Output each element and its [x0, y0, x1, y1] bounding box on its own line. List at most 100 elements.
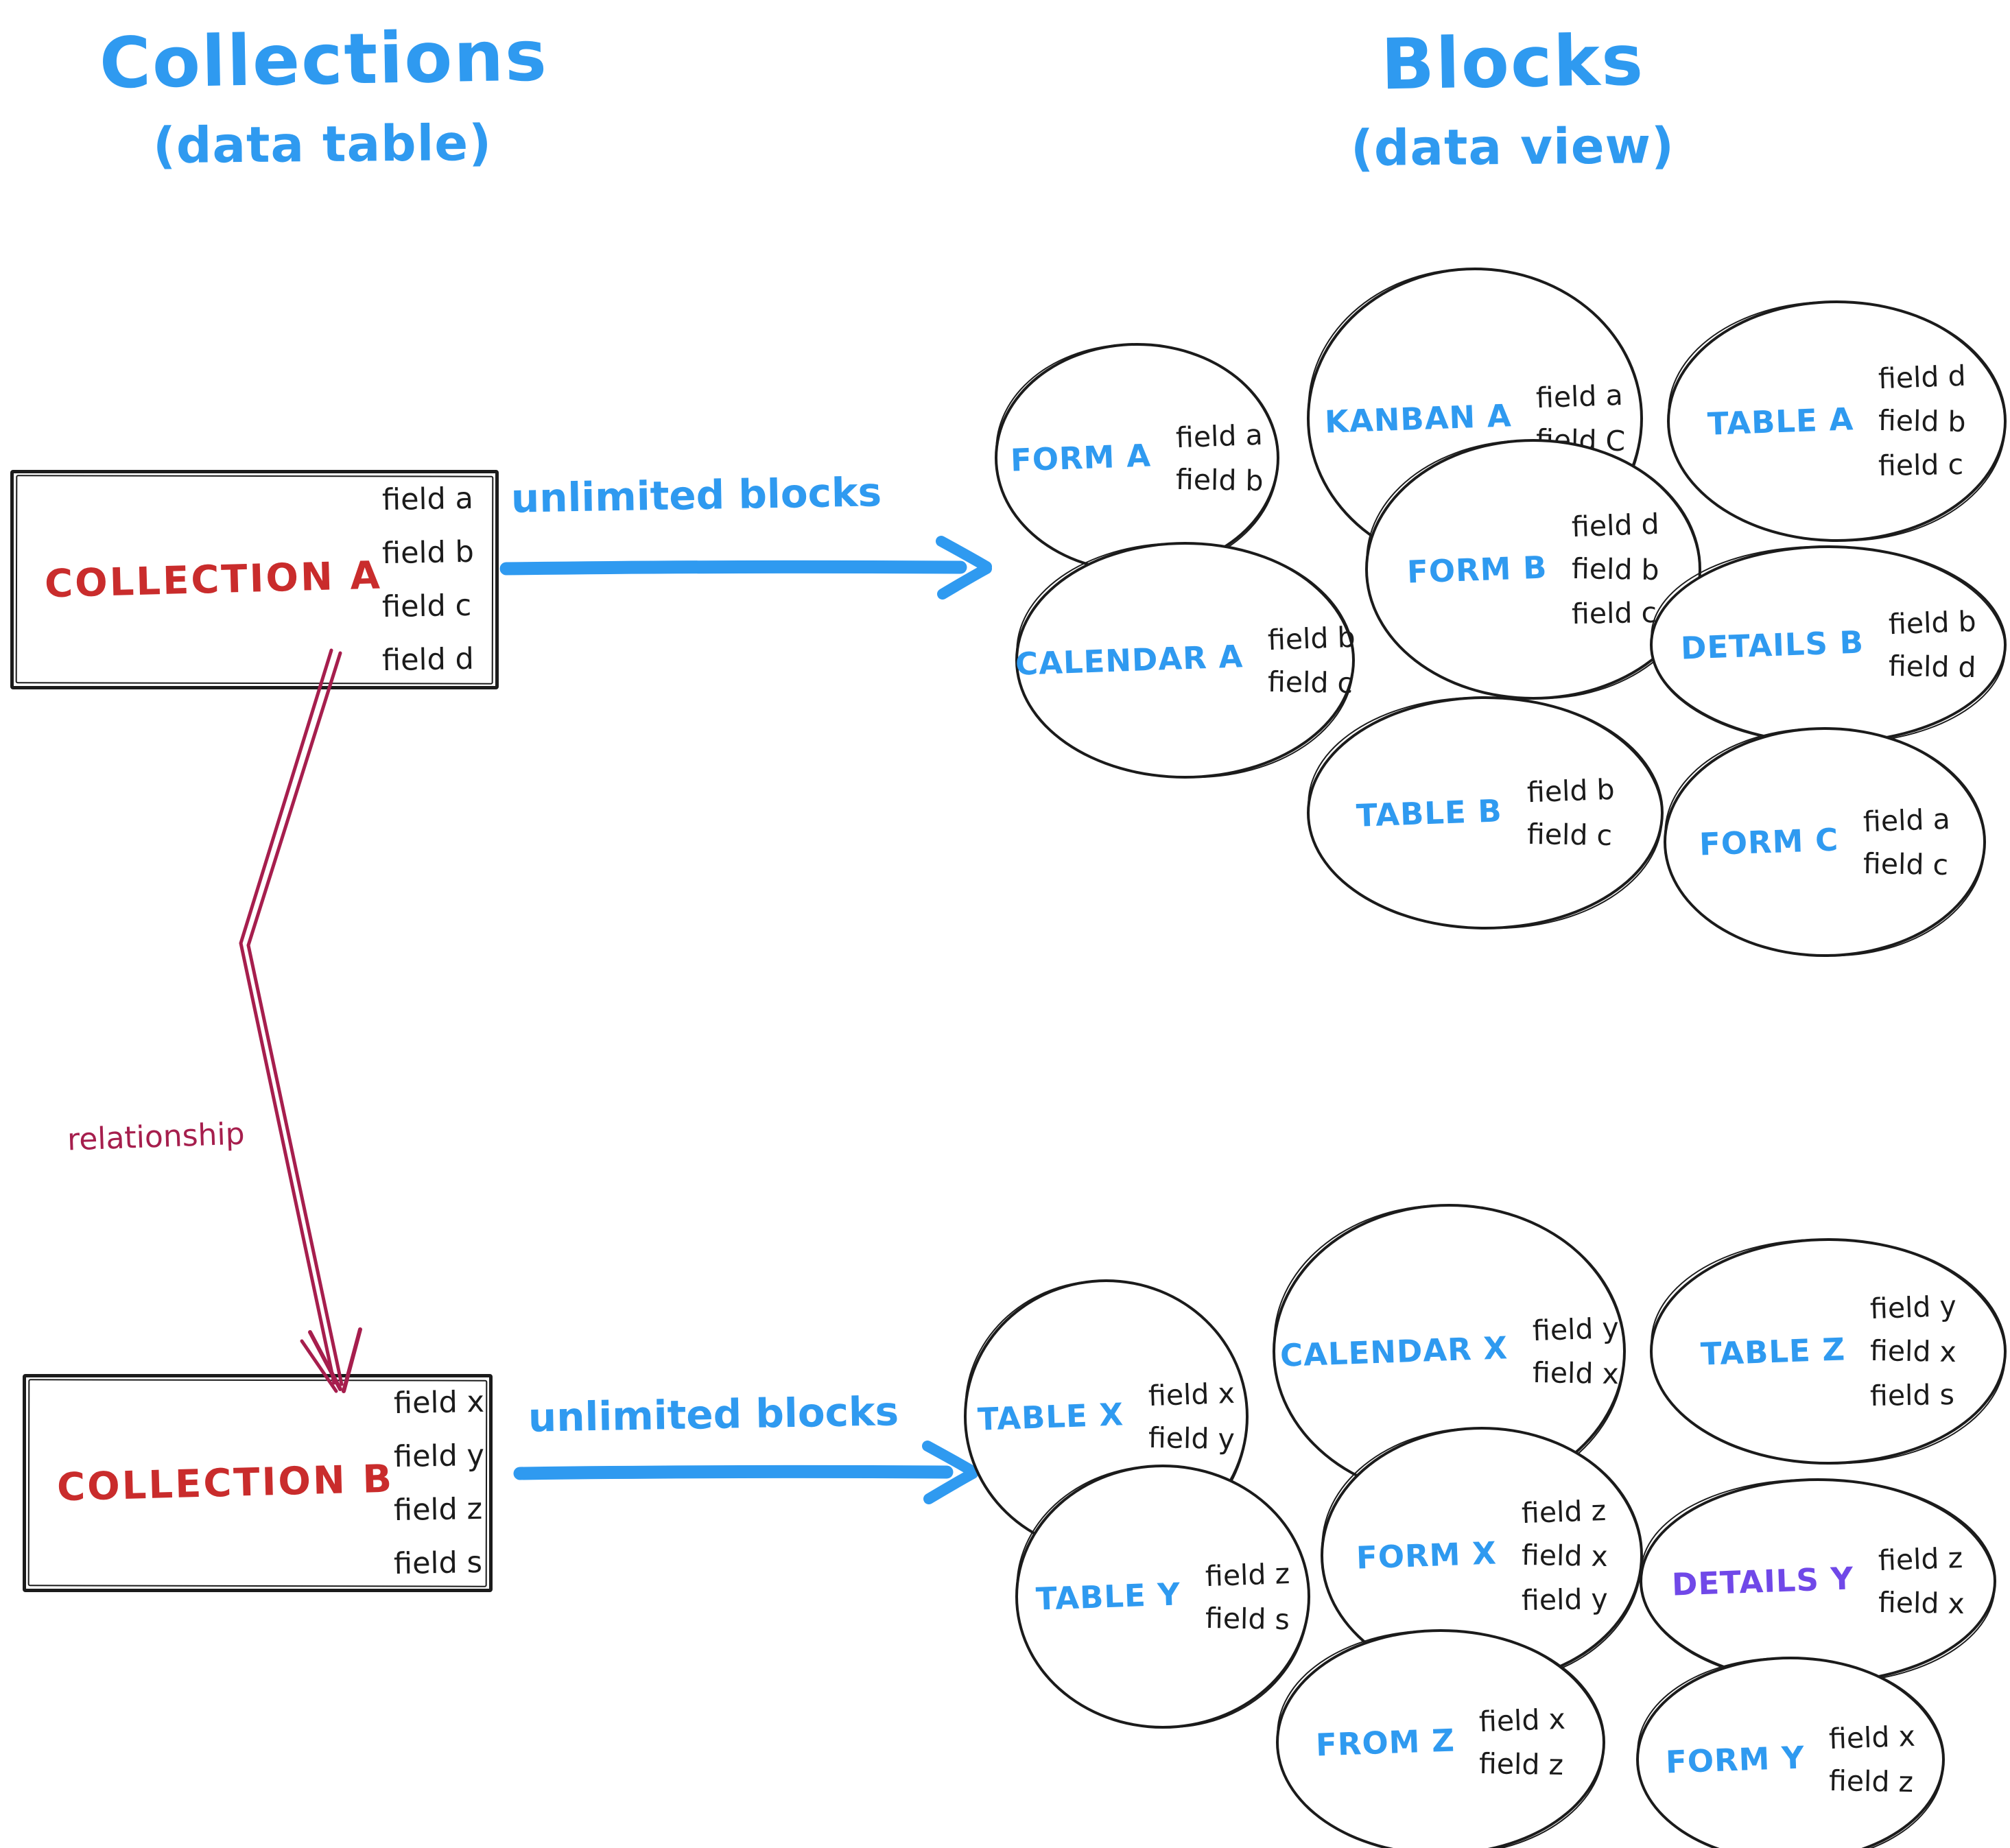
block-field: field a — [1863, 802, 1951, 838]
collection-a-field: field c — [381, 588, 472, 625]
relationship-arrow — [239, 648, 362, 1393]
block-label: TABLE Y — [1035, 1576, 1181, 1618]
unlimited-blocks-arrow-bottom — [513, 1441, 978, 1504]
block-label: TABLE Z — [1699, 1330, 1846, 1373]
block-label: TABLE B — [1356, 792, 1503, 834]
block-field: field x — [1878, 1585, 1965, 1621]
blocks-subtitle: (data view) — [1350, 116, 1675, 178]
block-fields: field x field y — [1148, 1376, 1235, 1456]
block-field: field x — [1532, 1355, 1619, 1391]
block-calendar-a: CALENDAR A field b field c — [1014, 542, 1356, 779]
unlimited-blocks-arrow-top — [499, 536, 992, 600]
block-fields: field z field x — [1877, 1541, 1965, 1621]
block-field: field y — [1869, 1289, 1957, 1326]
block-field: field x — [1521, 1538, 1608, 1573]
collection-b-box: COLLECTION B field x field y field z fie… — [23, 1374, 493, 1592]
block-table-y: TABLE Y field z field s — [1015, 1465, 1310, 1729]
block-label: KANBAN A — [1323, 396, 1513, 440]
block-table-z: TABLE Z field y field x field s — [1650, 1238, 2007, 1465]
block-fields: field z field x field y — [1520, 1493, 1608, 1617]
block-form-b: FORM B field d field b field c — [1365, 439, 1701, 700]
block-field: field d — [1878, 359, 1967, 396]
block-fields: field d field b field c — [1571, 507, 1660, 631]
block-field: field b — [1878, 403, 1967, 439]
block-label: FROM Z — [1314, 1721, 1456, 1764]
block-field: field c — [1863, 846, 1949, 881]
block-field: field z — [1520, 1493, 1607, 1530]
collections-title: Collections — [99, 15, 549, 105]
collection-b-field: field x — [393, 1384, 485, 1421]
block-field: field c — [1572, 595, 1657, 631]
block-fields: field z field s — [1205, 1556, 1290, 1636]
block-field: field y — [1521, 1582, 1608, 1617]
block-fields: field d field b field c — [1878, 359, 1967, 483]
block-field: field y — [1148, 1421, 1235, 1456]
block-field: field b — [1267, 620, 1356, 656]
block-label: FORM B — [1406, 548, 1548, 591]
block-fields: field y field x — [1531, 1311, 1620, 1391]
block-field: field b — [1572, 552, 1660, 587]
block-fields: field a field b — [1175, 418, 1264, 497]
block-field: field z — [1829, 1764, 1914, 1799]
block-label: TABLE A — [1707, 400, 1855, 442]
block-fields: field x field z — [1828, 1719, 1917, 1799]
block-label: FORM X — [1355, 1535, 1498, 1576]
block-field: field b — [1887, 604, 1977, 641]
block-field: field b — [1175, 462, 1264, 497]
block-label: CALENDAR X — [1279, 1329, 1509, 1374]
unlimited-blocks-label-top: unlimited blocks — [510, 469, 882, 522]
block-table-a: TABLE A field d field b field c — [1667, 300, 2007, 542]
block-field: field c — [1526, 817, 1613, 853]
block-field: field b — [1526, 772, 1615, 809]
block-field: field d — [1888, 649, 1976, 685]
block-label: CALENDAR A — [1014, 638, 1244, 683]
block-label: DETAILS Y — [1670, 1559, 1854, 1603]
block-field: field z — [1479, 1746, 1564, 1782]
block-fields: field a field c — [1863, 802, 1951, 881]
block-fields: field b field c — [1526, 772, 1615, 853]
block-fields: field b field d — [1887, 604, 1977, 685]
collection-a-box: COLLECTION A field a field b field c fie… — [10, 470, 499, 689]
collection-a-field: field a — [381, 481, 474, 518]
block-field: field x — [1869, 1334, 1956, 1369]
block-field: field x — [1478, 1702, 1567, 1739]
block-form-y: FORM Y field x field z — [1636, 1657, 1945, 1848]
block-field: field c — [1878, 447, 1964, 483]
block-field: field a — [1535, 378, 1624, 415]
block-label: FORM Y — [1664, 1738, 1806, 1781]
block-label: FORM C — [1699, 821, 1840, 863]
blocks-title: Blocks — [1380, 19, 1645, 106]
block-field: field x — [1828, 1719, 1917, 1756]
block-field: field c — [1267, 665, 1353, 700]
block-field: field y — [1531, 1311, 1620, 1348]
collection-b-field: field y — [393, 1438, 485, 1475]
collection-b-fields: field x field y field z field s — [393, 1384, 485, 1582]
block-field: field d — [1571, 507, 1660, 544]
collection-b-label: COLLECTION B — [56, 1456, 394, 1510]
collection-b-field: field s — [393, 1545, 483, 1582]
block-label: TABLE X — [977, 1395, 1125, 1438]
block-field: field s — [1869, 1377, 1954, 1413]
block-form-c: FORM C field a field c — [1664, 727, 1986, 957]
block-fields: field y field x field s — [1869, 1289, 1957, 1413]
block-fields: field x field z — [1478, 1702, 1567, 1782]
block-form-a: FORM A field a field b — [995, 343, 1279, 573]
block-label: DETAILS B — [1679, 623, 1865, 667]
block-field: field z — [1205, 1556, 1290, 1593]
collections-subtitle: (data table) — [152, 113, 493, 175]
collection-a-label: COLLECTION A — [44, 553, 383, 606]
block-field: field a — [1175, 418, 1264, 454]
block-fields: field b field c — [1267, 620, 1356, 700]
unlimited-blocks-label-bottom: unlimited blocks — [528, 1388, 899, 1441]
block-field: field x — [1148, 1376, 1235, 1413]
block-details-b: DETAILS B field b field d — [1650, 545, 2007, 744]
block-details-y: DETAILS Y field z field x — [1640, 1478, 1996, 1684]
collection-a-field: field b — [381, 534, 474, 571]
block-table-b: TABLE B field b field c — [1307, 696, 1664, 929]
block-from-z: FROM Z field x field z — [1276, 1629, 1605, 1848]
block-field: field s — [1205, 1601, 1290, 1636]
block-label: FORM A — [1010, 437, 1152, 479]
block-field: field z — [1877, 1541, 1963, 1578]
collection-b-field: field z — [393, 1491, 483, 1528]
